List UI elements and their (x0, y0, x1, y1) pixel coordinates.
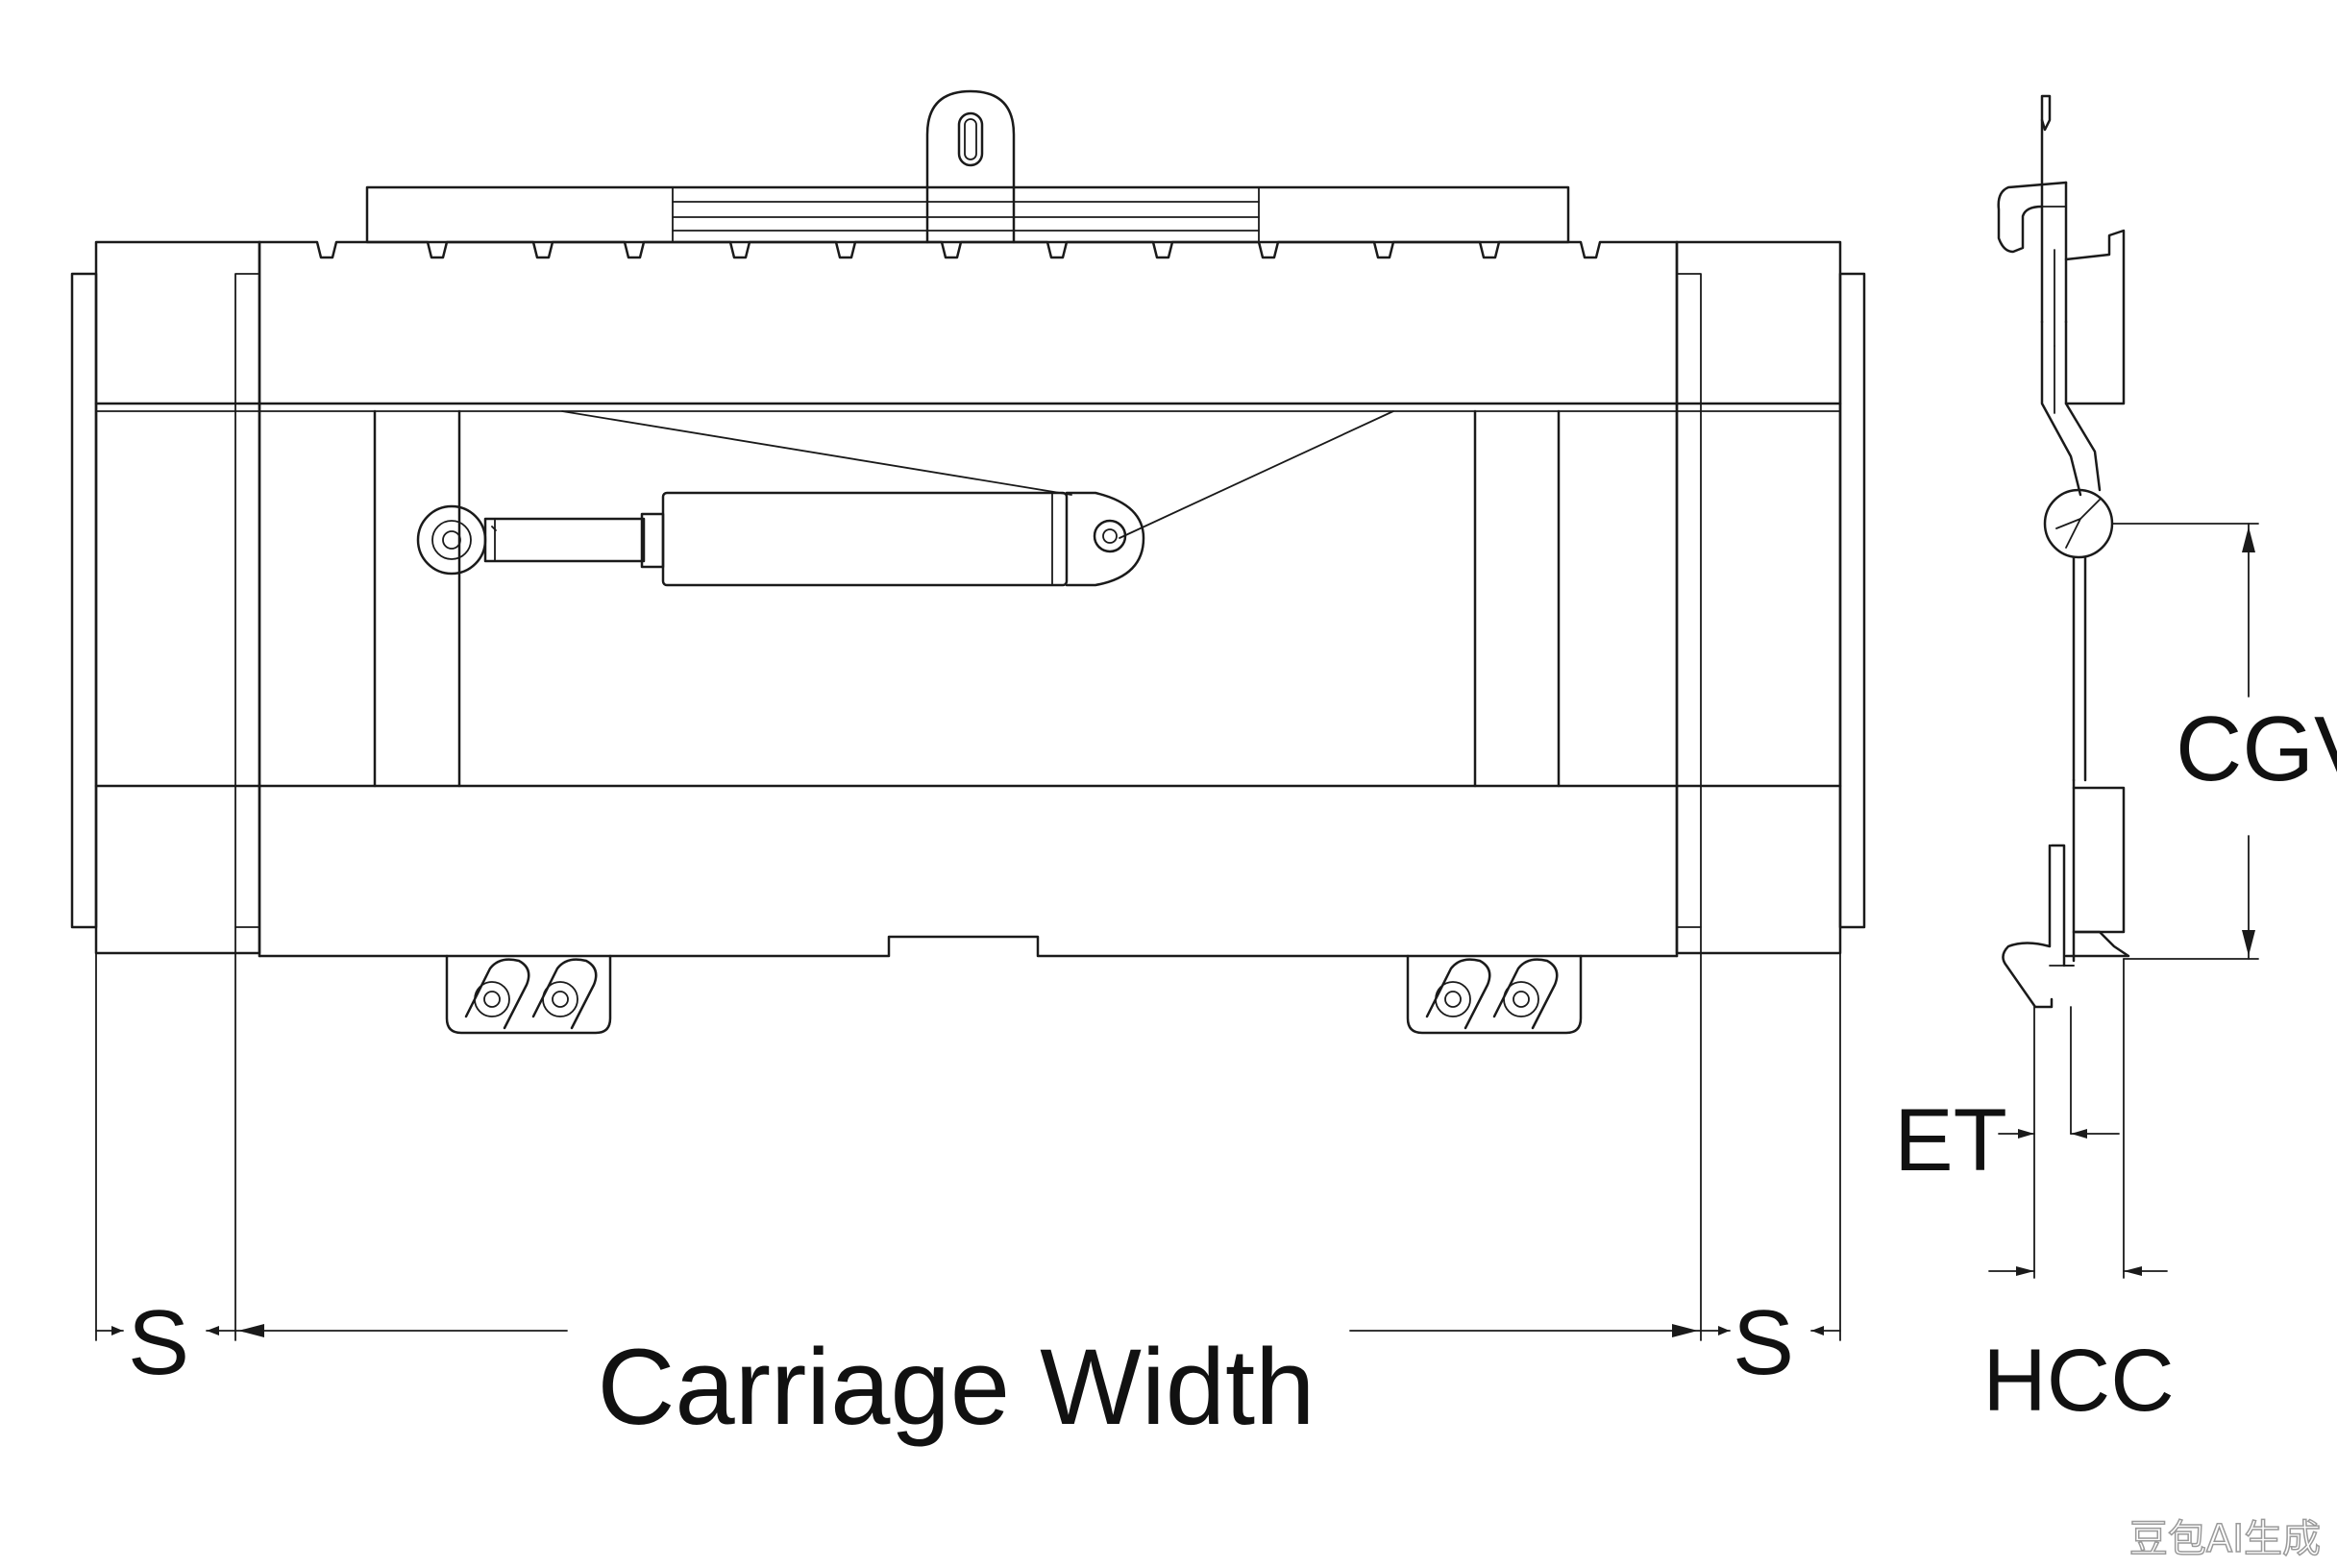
side-view (1997, 94, 2130, 1009)
hydraulic-cylinder (416, 410, 1394, 587)
side-shift-left-label: S (128, 1291, 189, 1394)
front-view (70, 89, 1866, 1035)
carriage-width-label: Carriage Width (598, 1327, 1316, 1447)
side-dimensions (1988, 523, 2259, 1279)
et-label: ET (1894, 1091, 2007, 1189)
watermark: 豆包AI生成 (2129, 1517, 2321, 1561)
outer-side-plates (70, 240, 1866, 955)
carriage-body (94, 240, 1842, 958)
lifting-eye (925, 89, 1016, 244)
side-shift-right-label: S (1733, 1291, 1794, 1394)
top-rail (365, 185, 1570, 244)
fork-hook-right (1406, 954, 1583, 1035)
cgv-label: CGV (2176, 698, 2337, 800)
hcc-label: HCC (1982, 1332, 2174, 1430)
front-dimensions (95, 926, 1841, 1341)
fork-hook-left (445, 954, 612, 1035)
